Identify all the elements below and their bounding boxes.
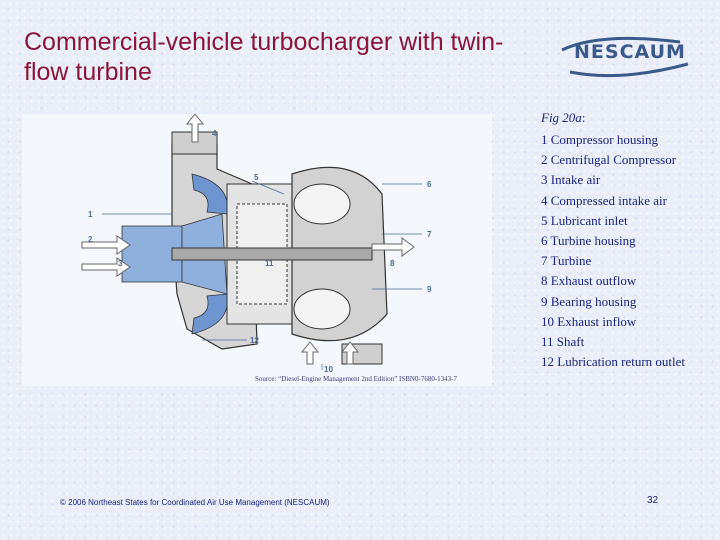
callout-2: 2 [88,235,93,244]
legend-item: 7 Turbine [541,253,592,269]
callout-10: 10 [324,365,333,374]
callout-6: 6 [427,180,432,189]
legend-title-label: Fig 20a [541,110,582,125]
callout-11: 11 [265,259,274,268]
callout-4: 4 [212,129,217,138]
legend-item: 10 Exhaust inflow [541,313,637,329]
legend-item: 4 Compressed intake air [541,192,667,208]
callout-5: 5 [254,173,259,182]
legend-item: 6 Turbine housing [541,233,636,249]
legend-item: 5 Lubricant inlet [541,212,628,228]
legend-title: Fig 20a: [541,110,585,126]
callout-12: 12 [250,336,259,345]
page-number: 32 [647,495,659,506]
callout-9: 9 [427,285,432,294]
logo-text: NESCAUM [574,41,686,63]
callout-1: 1 [88,210,93,219]
turbocharger-diagram: 1 2 3 4 5 6 7 8 9 10 11 12 [22,114,492,386]
callout-8: 8 [390,259,395,268]
callout-3: 3 [118,259,123,268]
legend-title-suffix: : [581,110,586,125]
parts-legend: 1 Compressor housing 2 Centrifugal Compr… [541,130,716,372]
legend-item: 2 Centrifugal Compressor [541,152,677,168]
legend-item: 12 Lubrication return outlet [541,354,686,370]
logo-swoosh-icon [561,36,689,78]
nescaum-logo: NESCAUM [560,36,700,82]
legend-item: 3 Intake air [541,172,601,188]
callout-7: 7 [427,230,432,239]
copyright-footer: © 2006 Northeast States for Coordinated … [60,498,330,507]
legend-item: 8 Exhaust outflow [541,273,637,289]
legend-item: 1 Compressor housing [541,132,658,147]
image-source: Source: “Diesel-Engine Management 2nd Ed… [255,375,457,383]
legend-item: 11 Shaft [541,334,585,350]
legend-item: 9 Bearing housing [541,293,637,309]
slide-title: Commercial-vehicle turbocharger with twi… [24,28,504,86]
